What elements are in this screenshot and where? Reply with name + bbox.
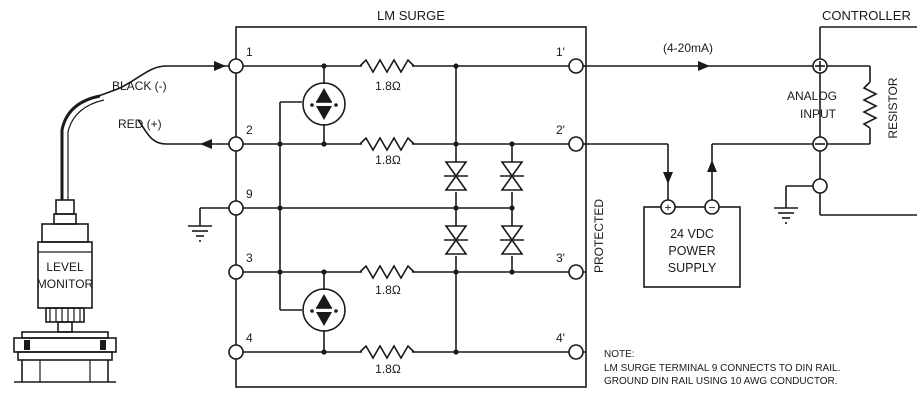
junction-dot (321, 349, 327, 355)
psu-label-1: 24 VDC (670, 227, 714, 241)
analog-input-label-1: ANALOG (787, 89, 837, 103)
terminal-1p (568, 58, 584, 74)
protected-label: PROTECTED (592, 199, 606, 273)
terminal-1 (228, 58, 244, 74)
arrow-into-terminal-1 (214, 61, 226, 71)
resistor-line-4 (359, 344, 415, 360)
ground-symbol-left (188, 225, 212, 242)
gas-tube-top (279, 66, 346, 144)
resistor-value-4: 1.8Ω (375, 362, 401, 376)
terminal-3 (228, 264, 244, 280)
terminal-9 (228, 200, 244, 216)
note-heading: NOTE: (604, 349, 635, 360)
power-supply-box (643, 206, 741, 288)
resistor-value-1: 1.8Ω (375, 79, 401, 93)
output-wiring: (4-20mA) (583, 41, 813, 224)
tvs-diode-2 (500, 161, 524, 192)
junction-dot (453, 205, 459, 211)
level-monitor-device: LEVEL MONITOR (13, 94, 117, 383)
current-label: (4-20mA) (663, 41, 713, 55)
junction-dot (453, 141, 459, 147)
junction-dot (277, 205, 283, 211)
resistor-value-3: 1.8Ω (375, 283, 401, 297)
sensor-wiring: BLACK (-) RED (+) (87, 61, 229, 242)
tvs-diode-4 (500, 225, 524, 256)
terminal-3p-label: 3' (556, 251, 565, 265)
terminal-4p-label: 4' (556, 331, 565, 345)
arrow-from-psu-minus (707, 160, 717, 172)
tvs-diode-3 (444, 225, 468, 256)
controller: CONTROLLER ANALOG INPUT RESISTOR (787, 8, 917, 216)
terminal-4p (568, 344, 584, 360)
junction-dot (321, 63, 327, 69)
controller-title: CONTROLLER (822, 8, 911, 23)
level-monitor-label-1: LEVEL (46, 260, 84, 274)
terminal-2p (568, 136, 584, 152)
level-monitor-label-2: MONITOR (37, 277, 94, 291)
psu-minus-terminal (704, 199, 720, 215)
terminal-2 (228, 136, 244, 152)
terminal-3-label: 3 (246, 251, 253, 265)
junction-dot (453, 349, 459, 355)
junction-dot (509, 269, 515, 275)
surge-title: LM SURGE (377, 8, 445, 23)
tvs-diode-1 (444, 161, 468, 192)
psu-plus-terminal (660, 199, 676, 215)
psu-label-2: POWER (668, 244, 715, 258)
resistor-line-2 (359, 136, 415, 152)
terminal-1-label: 1 (246, 45, 253, 59)
junction-dot (277, 141, 283, 147)
black-wire-label: BLACK (-) (112, 79, 167, 93)
terminal-4 (228, 344, 244, 360)
arrow-from-terminal-2 (200, 139, 212, 149)
note-line-2: GROUND DIN RAIL USING 10 AWG CONDUCTOR. (604, 376, 838, 387)
note-line-1: LM SURGE TERMINAL 9 CONNECTS TO DIN RAIL… (604, 363, 840, 374)
terminal-3p (568, 264, 584, 280)
controller-ground-terminal (812, 178, 828, 194)
junction-dot (321, 269, 327, 275)
controller-resistor (862, 81, 878, 129)
power-supply: + − 24 VDC POWER SUPPLY (643, 199, 741, 288)
arrow-to-psu-plus (663, 172, 673, 184)
terminal-1p-label: 1' (556, 45, 565, 59)
current-flow-arrow (698, 61, 710, 71)
terminal-2p-label: 2' (556, 123, 565, 137)
resistor-line-3 (359, 264, 415, 280)
note-block: NOTE: LM SURGE TERMINAL 9 CONNECTS TO DI… (604, 349, 840, 387)
ground-symbol-right (774, 207, 798, 224)
surge-box-outline (235, 26, 587, 388)
analog-input-label-2: INPUT (800, 107, 837, 121)
psu-plus-symbol: + (664, 201, 671, 215)
junction-dot (277, 269, 283, 275)
resistor-line-1 (359, 58, 415, 74)
red-wire-label: RED (+) (118, 117, 162, 131)
terminal-4-label: 4 (246, 331, 253, 345)
junction-dot (509, 205, 515, 211)
psu-minus-symbol: − (708, 201, 715, 215)
junction-dot (453, 269, 459, 275)
gas-tube-bottom (279, 272, 346, 352)
junction-dot (453, 63, 459, 69)
lm-surge-module: LM SURGE PROTECTED 1.8Ω 1.8Ω 1.8Ω 1.8Ω (228, 8, 606, 388)
psu-label-3: SUPPLY (668, 261, 717, 275)
junction-dot (509, 141, 515, 147)
junction-dot (321, 141, 327, 147)
resistor-value-2: 1.8Ω (375, 153, 401, 167)
resistor-label: RESISTOR (886, 77, 900, 138)
terminal-2-label: 2 (246, 123, 253, 137)
terminal-9-label: 9 (246, 187, 253, 201)
